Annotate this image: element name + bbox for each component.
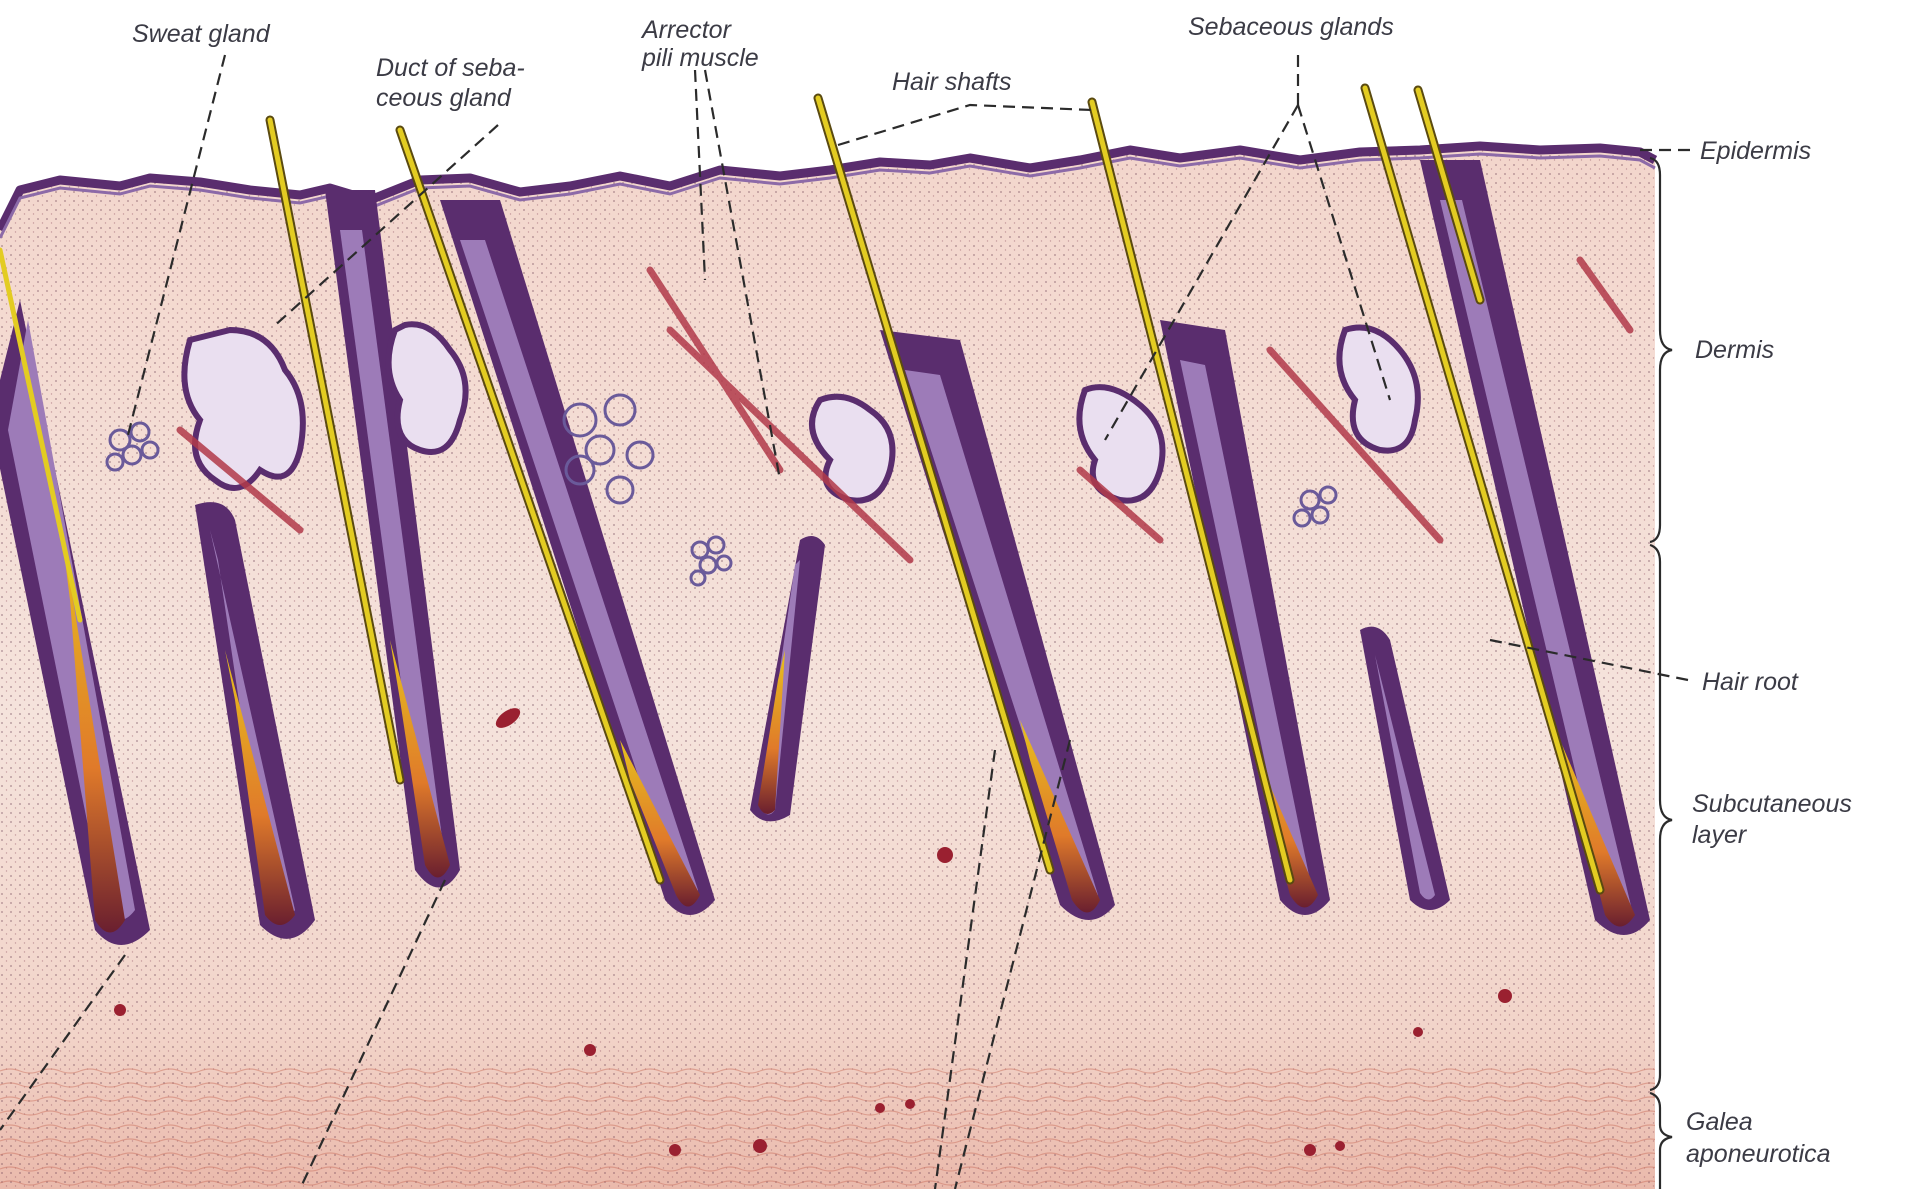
- label-sebaceous-glands: Sebaceous glands: [1188, 13, 1394, 41]
- label-hair-root: Hair root: [1702, 668, 1799, 696]
- label-arrector-line1: Arrector: [640, 16, 733, 44]
- label-hair-shafts: Hair shafts: [892, 68, 1011, 96]
- label-galea-line2: aponeurotica: [1686, 1140, 1831, 1168]
- label-dermis: Dermis: [1695, 336, 1774, 364]
- label-arrector-line2: pili muscle: [641, 44, 759, 72]
- label-epidermis: Epidermis: [1700, 137, 1811, 165]
- label-duct-line1: Duct of seba-: [376, 54, 525, 82]
- label-duct-line2: ceous gland: [376, 84, 512, 112]
- label-subcutaneous-line1: Subcutaneous: [1692, 790, 1852, 818]
- label-sweat-gland: Sweat gland: [132, 20, 271, 48]
- label-galea-line1: Galea: [1686, 1108, 1753, 1136]
- label-subcutaneous-line2: layer: [1692, 821, 1748, 849]
- galea-band: [0, 1060, 1655, 1189]
- leader-line-hair-shafts: [838, 105, 1092, 145]
